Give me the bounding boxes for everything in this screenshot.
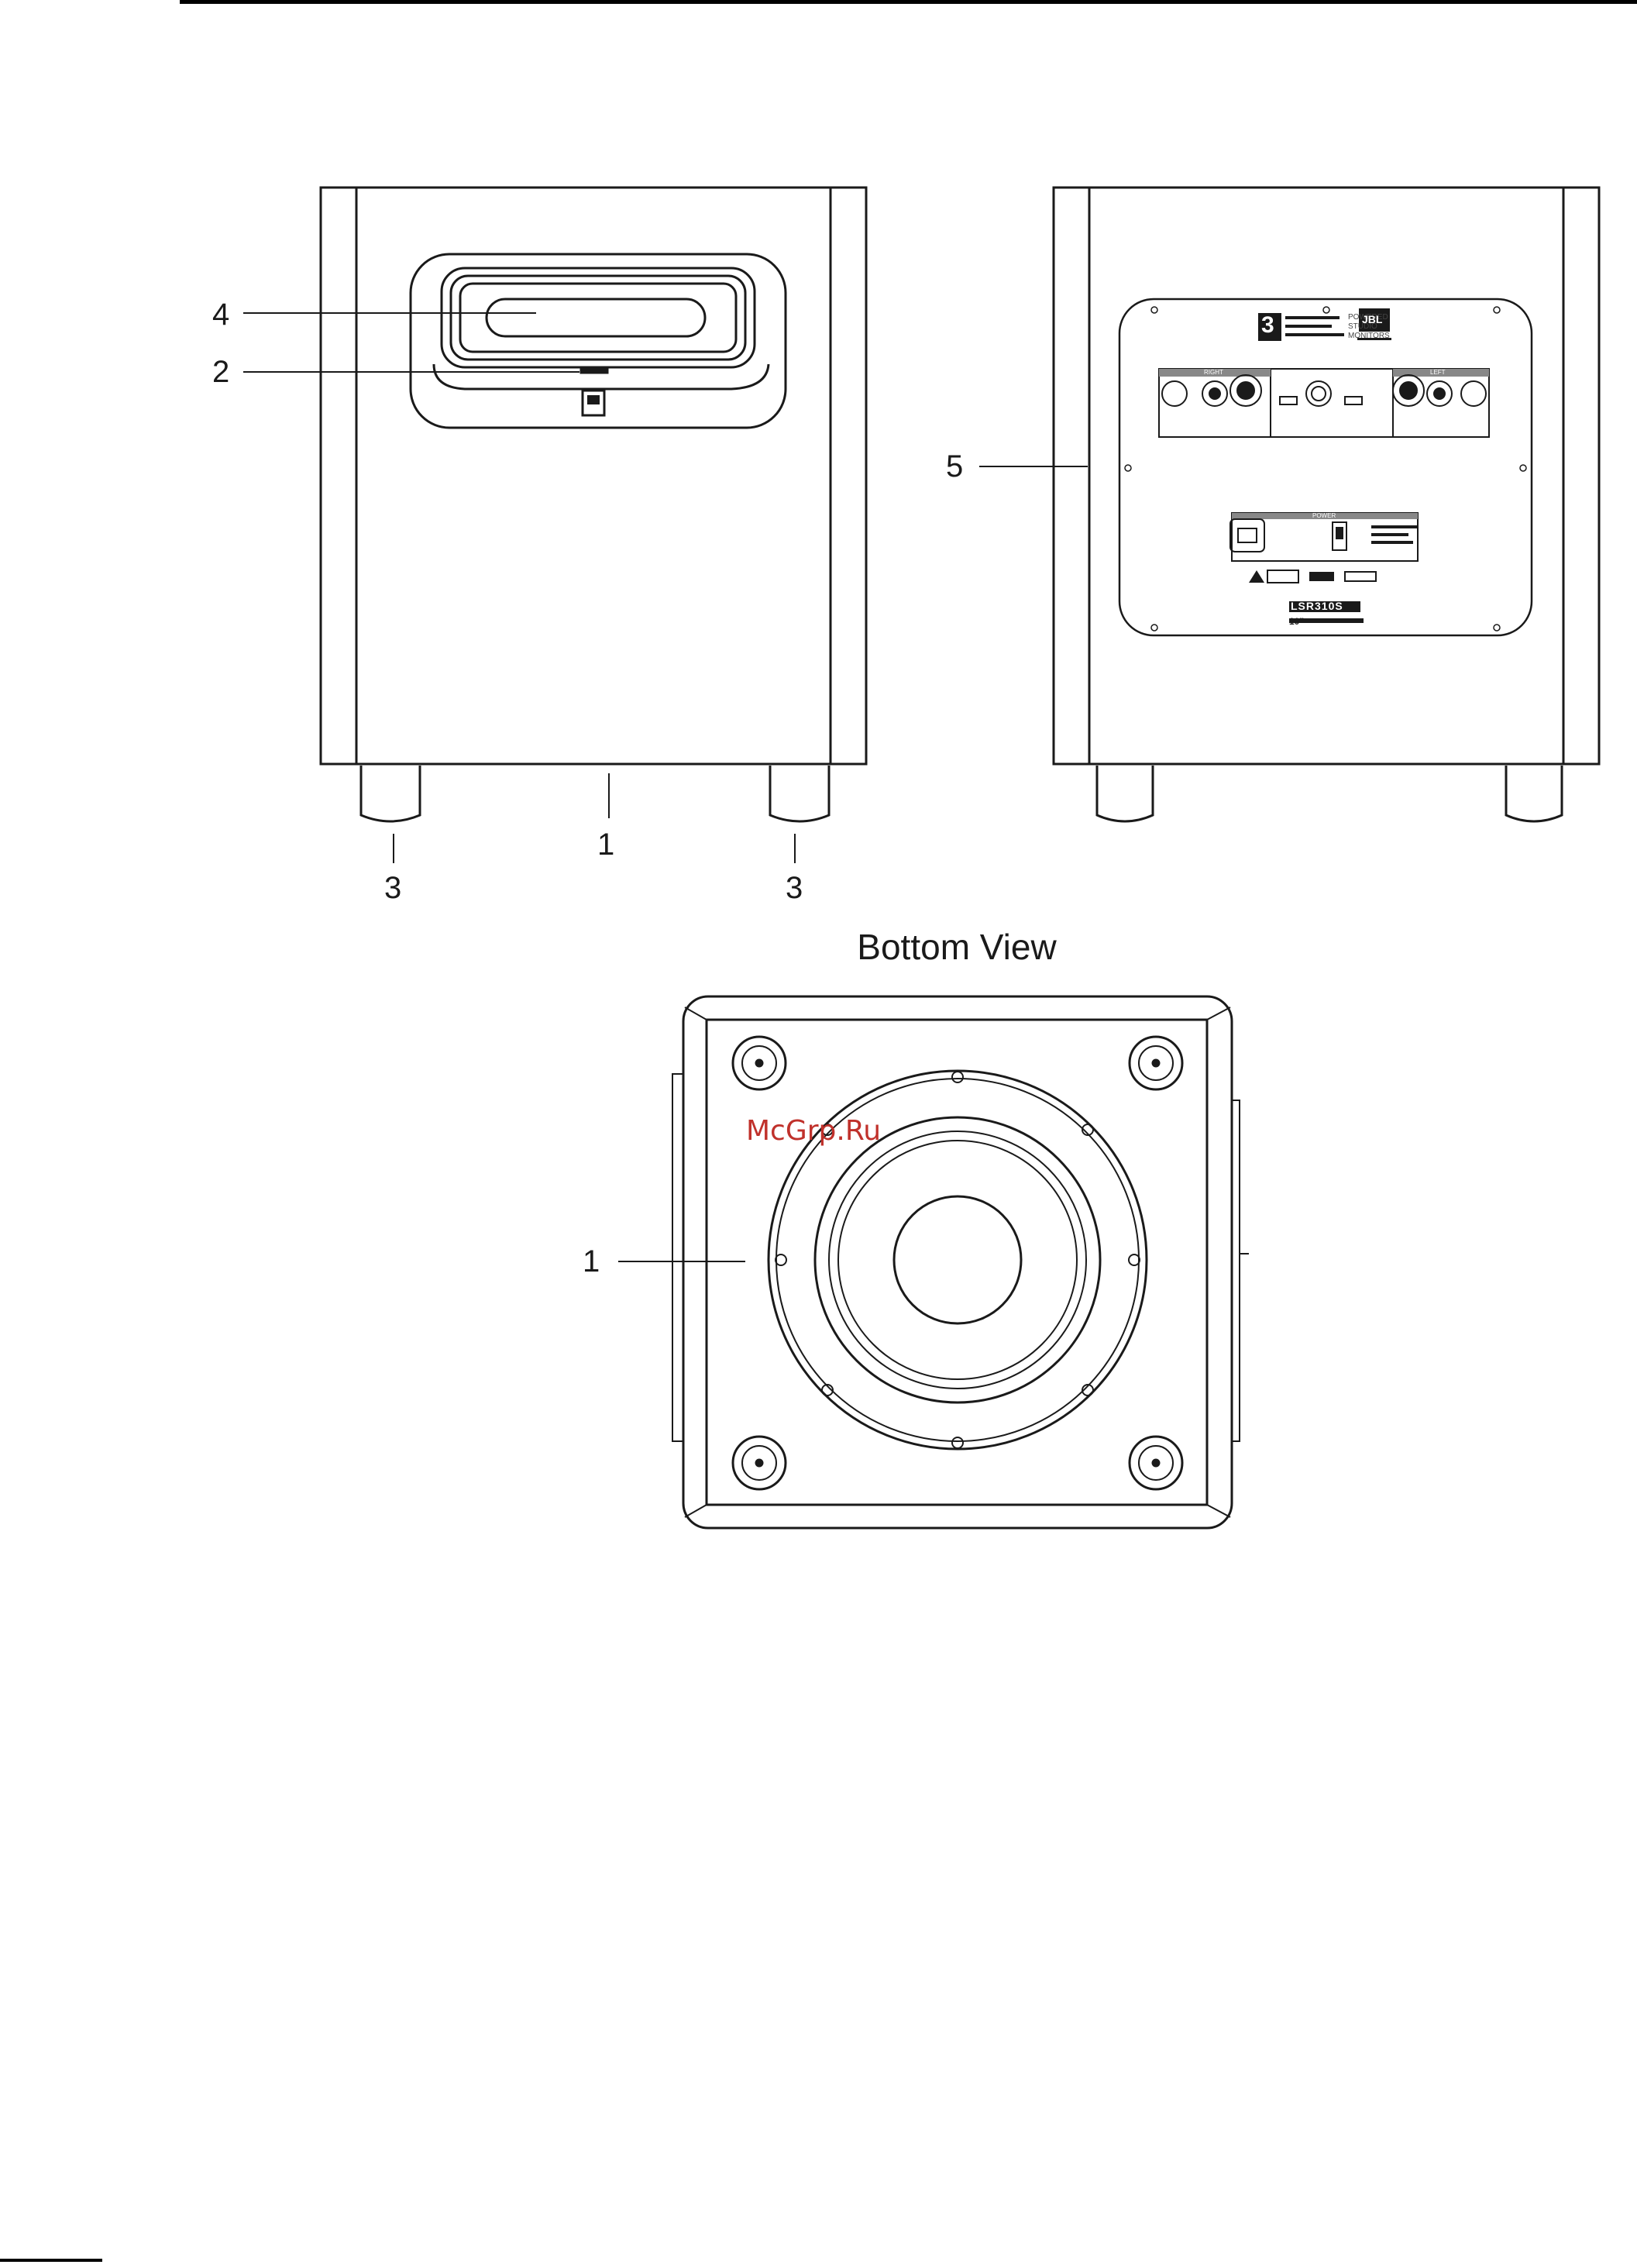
- iec-inlet: [1230, 519, 1264, 552]
- callout-1-front: 1: [597, 829, 614, 860]
- callout-3-left: 3: [384, 872, 401, 903]
- front-foot-left: [361, 766, 420, 821]
- series-text-3: MONITORS: [1348, 332, 1390, 341]
- callout-1-bottom: 1: [583, 1246, 600, 1277]
- bottom-view-title: Bottom View: [775, 927, 1139, 967]
- xlr-out-right: [1162, 381, 1187, 406]
- watermark: McGrp.Ru: [746, 1116, 881, 1147]
- woofer-surround: [815, 1117, 1100, 1402]
- front-port-slot: [487, 299, 705, 336]
- front-leader-lines: [243, 313, 795, 863]
- bottom-cabinet-inner: [707, 1020, 1207, 1505]
- rear-cabinet: [1054, 188, 1599, 764]
- front-port-assembly: [411, 254, 786, 428]
- front-view: [243, 188, 866, 863]
- power-led: [581, 370, 607, 373]
- bottom-view: [618, 996, 1249, 1528]
- brand-logo-text: JBL: [1362, 313, 1382, 325]
- callout-5: 5: [946, 451, 963, 482]
- series-logo-number: 3: [1261, 311, 1274, 339]
- rear-feet: [1097, 766, 1562, 821]
- model-label-text: LSR310S: [1291, 600, 1343, 612]
- rear-view: [979, 188, 1599, 821]
- panel-screws: [1125, 307, 1526, 631]
- section-power-label: POWER: [1312, 513, 1336, 519]
- front-foot-right: [770, 766, 829, 821]
- volume-knob: [1306, 381, 1331, 406]
- callout-4: 4: [212, 299, 229, 330]
- callout-2: 2: [212, 356, 229, 387]
- callout-3-right: 3: [786, 872, 803, 903]
- front-feet: [361, 766, 829, 821]
- bottom-feet: [733, 1037, 1182, 1489]
- front-cabinet: [321, 188, 866, 764]
- input-section: [1159, 369, 1489, 437]
- section-right-label: RIGHT: [1204, 369, 1223, 377]
- woofer-dust-cap: [894, 1196, 1021, 1323]
- section-left-label: LEFT: [1430, 369, 1446, 377]
- power-section: [1230, 513, 1418, 583]
- size-label-text: 10": [1289, 617, 1304, 626]
- rear-panel-plate: [1119, 299, 1532, 635]
